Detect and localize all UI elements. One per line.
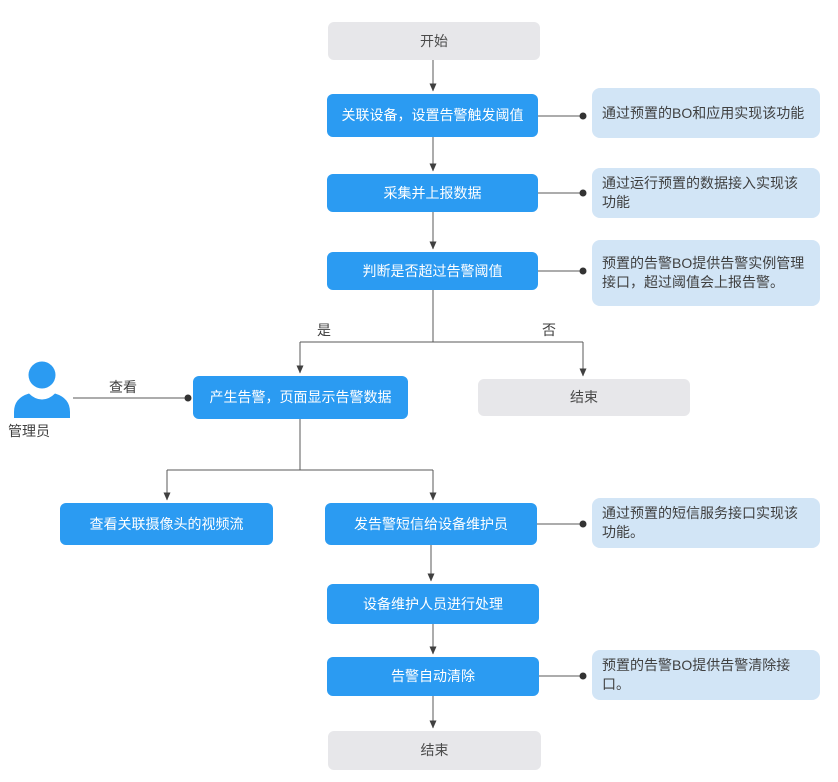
note-connectors	[537, 112, 587, 680]
note-bo-app: 通过预置的BO和应用实现该功能	[592, 88, 820, 138]
node-send-alarm-sms: 发告警短信给设备维护员	[325, 503, 537, 545]
note-sms-service: 通过预置的短信服务接口实现该功能。	[592, 498, 820, 548]
note-alarm-clear: 预置的告警BO提供告警清除接口。	[592, 650, 820, 700]
node-generate-alarm: 产生告警，页面显示告警数据	[193, 376, 408, 419]
node-collect-report-data: 采集并上报数据	[327, 174, 538, 212]
edge-admin-view	[73, 394, 192, 402]
edge-label-view: 查看	[107, 377, 139, 397]
node-end: 结束	[328, 731, 541, 770]
edge-alarm-branch	[163, 419, 437, 501]
note-data-access: 通过运行预置的数据接入实现该功能	[592, 168, 820, 218]
note-alarm-bo: 预置的告警BO提供告警实例管理接口，超过阈值会上报告警。	[592, 240, 820, 306]
edge-label-no: 否	[540, 320, 558, 340]
edge-label-yes: 是	[315, 320, 333, 340]
node-alarm-auto-clear: 告警自动清除	[327, 657, 539, 696]
node-maintainer-handle: 设备维护人员进行处理	[327, 584, 539, 624]
admin-label: 管理员	[8, 423, 50, 439]
node-view-camera-stream: 查看关联摄像头的视频流	[60, 503, 273, 545]
admin-user-icon	[14, 361, 70, 418]
node-end-no-branch: 结束	[478, 379, 690, 416]
node-associate-device: 关联设备，设置告警触发阈值	[327, 94, 538, 137]
node-start: 开始	[328, 22, 540, 60]
node-judge-threshold: 判断是否超过告警阈值	[327, 252, 538, 290]
edge-judge-branch	[296, 290, 587, 377]
